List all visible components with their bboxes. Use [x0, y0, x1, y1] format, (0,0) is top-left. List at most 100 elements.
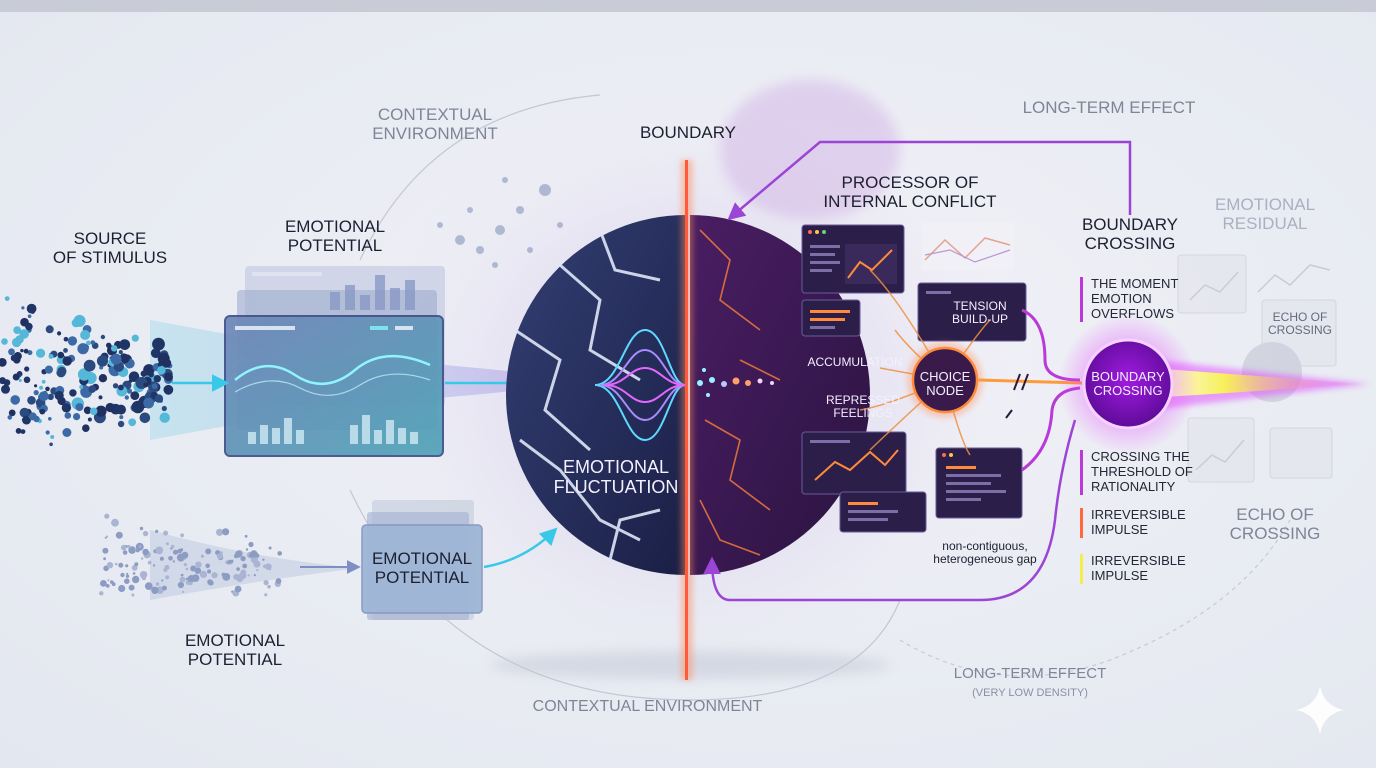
- low-potential-particle: [165, 575, 170, 580]
- low-potential-particle: [199, 570, 208, 579]
- emotional-potential-panels-small: [361, 500, 483, 620]
- stimulus-particle: [116, 404, 126, 415]
- low-potential-particle: [128, 546, 136, 554]
- stimulus-particle: [1, 384, 10, 394]
- stimulus-particle: [63, 348, 68, 353]
- stimulus-particles: [0, 296, 174, 447]
- stimulus-particle: [67, 336, 78, 346]
- low-potential-particle: [200, 554, 204, 558]
- stimulus-particle: [69, 389, 77, 397]
- stimulus-particle: [131, 400, 145, 414]
- low-potential-particle: [134, 562, 139, 567]
- stimulus-particle: [79, 385, 84, 389]
- stimulus-particle: [41, 379, 46, 384]
- low-potential-particle: [182, 590, 185, 594]
- low-potential-particle: [161, 579, 164, 582]
- low-potential-particle: [194, 567, 202, 574]
- stimulus-particle: [95, 405, 107, 417]
- long-term-effect-label: LONG-TERM EFFECT: [1022, 98, 1196, 117]
- low-potential-particle: [122, 550, 128, 555]
- low-potential-particle: [245, 548, 249, 551]
- low-potential-particle: [239, 571, 247, 580]
- low-potential-particle: [188, 581, 193, 586]
- stimulus-particle: [27, 396, 36, 405]
- low-potential-particle: [234, 585, 242, 593]
- processor-windows: [801, 222, 1027, 533]
- stimulus-particle: [77, 368, 91, 381]
- crossing-dots: [697, 368, 774, 397]
- stimulus-particle: [10, 395, 20, 405]
- low-potential-particle: [102, 547, 109, 554]
- stimulus-particle: [98, 395, 103, 400]
- low-potential-particle: [207, 569, 212, 574]
- stimulus-particle: [23, 408, 28, 412]
- stimulus-particle: [54, 390, 64, 401]
- stimulus-particle: [89, 407, 98, 416]
- top-bar: [0, 0, 1376, 12]
- low-potential-particle: [222, 528, 230, 536]
- low-potential-particle: [155, 529, 159, 534]
- boundary-label: BOUNDARY: [639, 123, 737, 142]
- low-potential-particle: [114, 562, 118, 566]
- low-potential-particle: [125, 574, 130, 578]
- stimulus-particle: [48, 353, 54, 359]
- stimulus-particle: [8, 348, 15, 356]
- stimulus-particle: [13, 326, 22, 334]
- long-term-effect-bottom-label: LONG-TERM EFFECT: [953, 665, 1107, 682]
- low-potential-particle: [165, 542, 169, 546]
- stimulus-particle: [163, 386, 170, 392]
- stimulus-particle: [36, 348, 46, 358]
- low-potential-particle: [236, 567, 240, 571]
- low-potential-particle: [256, 569, 259, 572]
- stimulus-particle: [18, 379, 22, 382]
- stimulus-particle: [23, 376, 31, 384]
- stimulus-particle: [19, 329, 30, 339]
- low-potential-particle: [124, 578, 130, 584]
- arrow-panel-to-sphere: [483, 527, 558, 569]
- sphere-cracks: [514, 229, 661, 561]
- stimulus-particle: [57, 331, 62, 336]
- stimulus-particle: [139, 412, 151, 424]
- low-potential-particle: [248, 541, 254, 548]
- low-potential-particle: [263, 564, 267, 569]
- bottom-feedback-arrow: [703, 419, 1077, 602]
- low-potential-particle: [106, 562, 114, 569]
- low-potential-particle: [179, 576, 186, 583]
- low-potential-particle: [233, 573, 240, 580]
- stimulus-particle: [73, 314, 86, 327]
- low-potential-particle: [268, 546, 272, 550]
- stimulus-particle: [73, 413, 81, 421]
- low-potential-particle: [99, 591, 104, 596]
- stimulus-particle: [45, 430, 50, 435]
- low-potential-particle: [163, 530, 169, 536]
- crossing-beam: [1150, 368, 1365, 398]
- stimulus-particle: [106, 342, 112, 348]
- low-potential-particle: [132, 572, 136, 575]
- low-potential-particle: [131, 564, 138, 571]
- low-potential-particle: [190, 565, 197, 572]
- low-potential-particle: [128, 584, 135, 591]
- low-potential-particle: [205, 548, 212, 555]
- stimulus-particle: [7, 415, 13, 420]
- stimulus-particle: [130, 391, 140, 400]
- stimulus-particle: [20, 348, 24, 353]
- low-potential-particle: [171, 544, 175, 549]
- low-potential-particle: [242, 563, 248, 569]
- stimulus-particle: [50, 435, 55, 439]
- stimulus-particle: [21, 306, 25, 310]
- low-potential-particle: [126, 572, 129, 575]
- stimulus-particle: [61, 403, 72, 413]
- low-potential-particle: [125, 564, 129, 568]
- stimulus-particle: [150, 348, 161, 359]
- low-potential-particle: [142, 548, 149, 556]
- stimulus-particle: [39, 408, 46, 415]
- stimulus-particle: [119, 415, 124, 420]
- low-potential-particle: [183, 563, 187, 567]
